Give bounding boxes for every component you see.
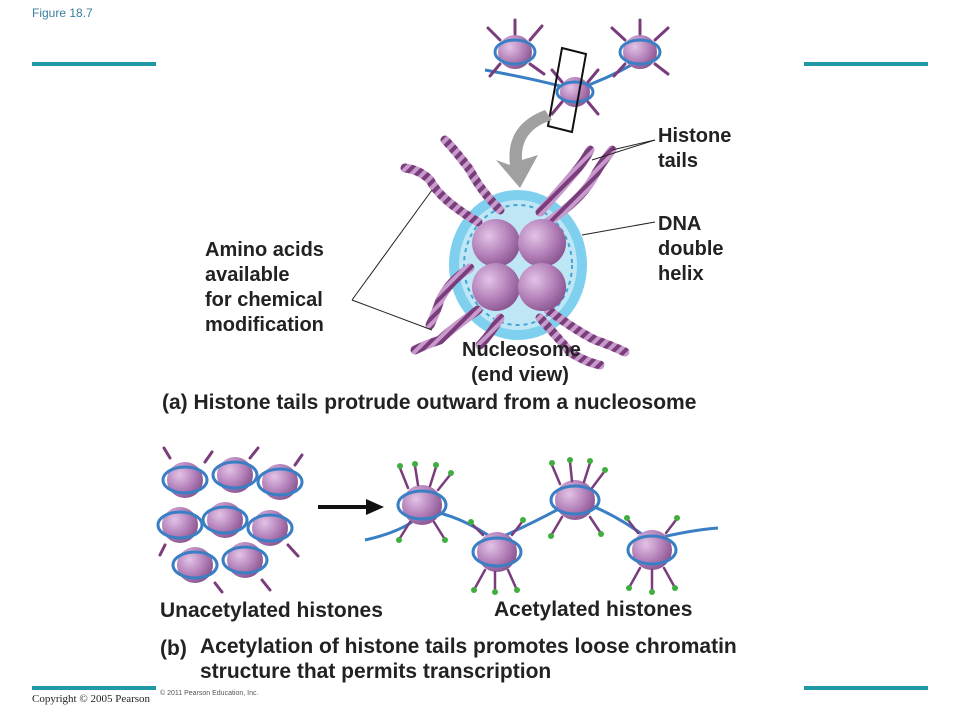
acetylated-chromatin — [364, 457, 719, 595]
nucleosome-label: Nucleosome (end view) — [462, 338, 581, 388]
top-nucleosome-right — [610, 18, 670, 78]
top-right-rule — [804, 62, 928, 66]
acetylated-nucleosome — [626, 530, 678, 570]
amino-acids-line-2: available — [205, 264, 290, 286]
caption-b: Acetylation of histone tails promotes lo… — [200, 634, 737, 684]
leader-lines — [351, 139, 656, 331]
amino-acids-line-1: Amino acids — [205, 239, 324, 261]
top-chromatin-strand — [484, 18, 670, 134]
unacetylated-chromatin — [156, 446, 308, 594]
figure-label: Figure 18.7 — [32, 6, 93, 20]
caption-b-line-1: Acetylation of histone tails promotes lo… — [200, 635, 737, 658]
bottom-left-rule — [32, 686, 156, 690]
caption-a: (a) Histone tails protrude outward from … — [162, 391, 697, 414]
acetylated-nucleosome — [396, 485, 448, 525]
amino-acids-line-3: for chemical — [205, 289, 323, 311]
acetyl-groups — [396, 457, 680, 595]
histone-tails-line-2: tails — [658, 150, 699, 172]
caption-b-line-2: structure that permits transcription — [200, 660, 552, 683]
nucleosome-line-2: (end view) — [471, 364, 569, 386]
histone-tails-line-1: Histone — [658, 125, 732, 147]
acetylated-nucleosome — [549, 480, 601, 520]
top-nucleosome-left — [486, 18, 546, 78]
dna-label-line-2: double — [658, 238, 724, 260]
caption-b-marker: (b) — [160, 637, 187, 660]
publisher-credit: © 2011 Pearson Education, Inc. — [160, 690, 259, 697]
dna-label-line-3: helix — [658, 263, 704, 285]
transition-arrow-icon — [318, 499, 384, 515]
zoom-frame — [546, 46, 588, 134]
top-left-rule — [32, 62, 156, 66]
amino-acids-label: Amino acids available for chemical modif… — [205, 238, 324, 338]
zoom-arrow-icon — [496, 110, 552, 188]
acetylated-tails — [398, 460, 678, 592]
top-nucleosome-center — [550, 68, 600, 116]
unacetylated-label: Unacetylated histones — [160, 599, 383, 622]
dna-label-line-1: DNA — [658, 213, 702, 235]
acetylated-nucleosome — [471, 532, 523, 572]
amino-acids-line-4: modification — [205, 314, 324, 336]
histone-tails-label: Histone tails — [658, 124, 731, 174]
acetylated-label: Acetylated histones — [494, 598, 693, 621]
dna-double-helix-label: DNA double helix — [658, 212, 724, 287]
nucleosome-end-view — [400, 135, 630, 370]
bottom-right-rule — [804, 686, 928, 690]
copyright-text: Copyright © 2005 Pearson — [32, 693, 151, 705]
nucleosome-line-1: Nucleosome — [462, 339, 581, 361]
